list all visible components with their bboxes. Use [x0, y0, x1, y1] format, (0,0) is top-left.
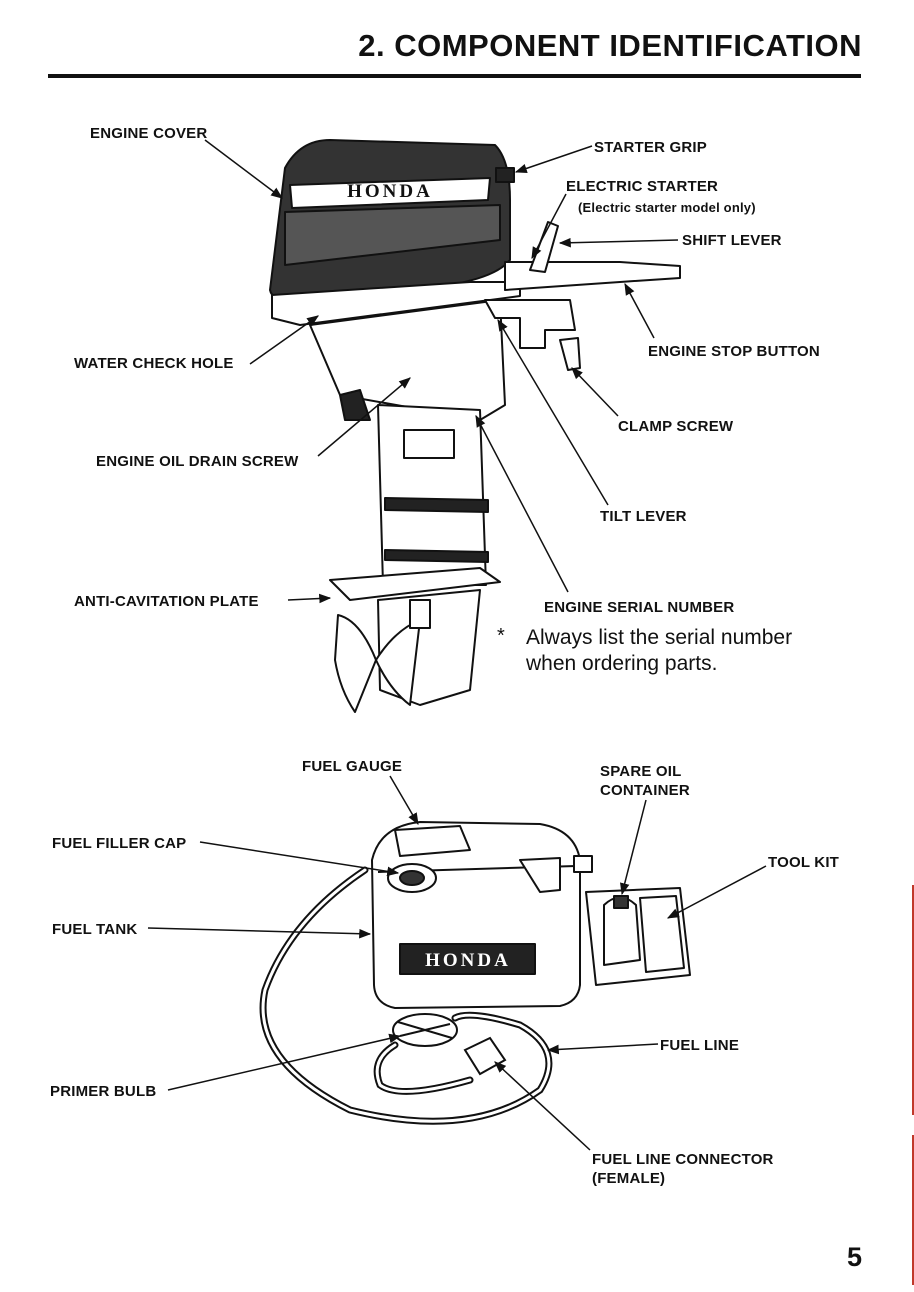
- page-title: 2. COMPONENT IDENTIFICATION: [358, 28, 862, 63]
- fuel-tank-brand-mark: HONDA: [425, 950, 511, 971]
- label-tilt-lever: TILT LEVER: [600, 508, 687, 525]
- label-fuel-line-connector-line-2: (FEMALE): [592, 1170, 666, 1187]
- edge-mark-upper: [912, 885, 914, 1115]
- note-line-1: Always list the serial number: [526, 626, 793, 649]
- label-tool-kit: TOOL KIT: [768, 854, 840, 871]
- edge-mark-lower: [912, 1135, 914, 1285]
- label-spare-oil-line-2: CONTAINER: [600, 782, 690, 799]
- label-engine-oil-drain-screw: ENGINE OIL DRAIN SCREW: [96, 453, 299, 470]
- label-electric-starter-note: (Electric starter model only): [578, 200, 756, 215]
- label-shift-lever: SHIFT LEVER: [682, 232, 782, 249]
- label-fuel-line-connector-line-1: FUEL LINE CONNECTOR: [592, 1151, 774, 1168]
- label-engine-serial-number: ENGINE SERIAL NUMBER: [544, 599, 735, 616]
- label-primer-bulb: PRIMER BULB: [50, 1083, 157, 1100]
- page-number: 5: [846, 1242, 862, 1272]
- label-fuel-filler-cap: FUEL FILLER CAP: [52, 835, 187, 852]
- label-electric-starter: ELECTRIC STARTER: [566, 178, 719, 195]
- label-engine-cover: ENGINE COVER: [90, 125, 208, 142]
- label-anti-cavitation-plate: ANTI-CAVITATION PLATE: [74, 593, 259, 610]
- serial-number-note: Always list the serial number when order…: [526, 625, 866, 677]
- title-rule: [48, 74, 861, 78]
- label-fuel-tank: FUEL TANK: [52, 921, 138, 938]
- label-water-check-hole: WATER CHECK HOLE: [74, 355, 234, 372]
- note-line-2: when ordering parts.: [526, 652, 718, 675]
- label-fuel-gauge: FUEL GAUGE: [302, 758, 403, 775]
- label-fuel-line: FUEL LINE: [660, 1037, 740, 1054]
- outboard-brand-mark: HONDA: [347, 181, 433, 202]
- note-marker: *: [497, 625, 505, 647]
- label-clamp-screw: CLAMP SCREW: [618, 418, 734, 435]
- label-engine-stop-button: ENGINE STOP BUTTON: [648, 343, 820, 360]
- label-spare-oil-line-1: SPARE OIL: [600, 763, 682, 780]
- label-starter-grip: STARTER GRIP: [594, 139, 707, 156]
